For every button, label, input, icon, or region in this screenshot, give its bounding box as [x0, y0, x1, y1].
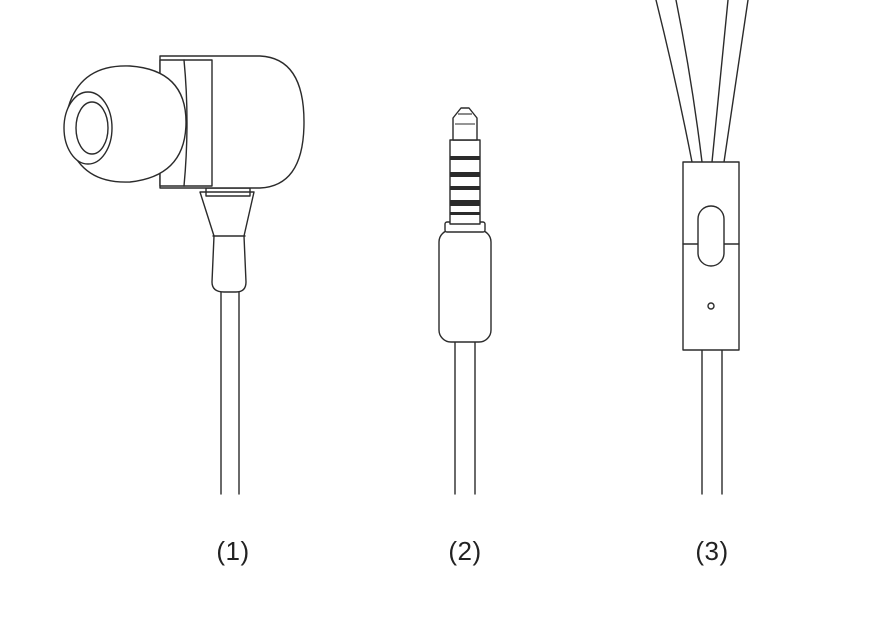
audio-jack-plug-icon	[438, 107, 492, 495]
figure-label-2: (2)	[448, 536, 482, 566]
remote-lower-cable	[701, 349, 723, 495]
microphone-hole-icon	[707, 302, 715, 310]
earbud-stem	[199, 191, 255, 293]
inline-remote-microphone-icon	[655, 0, 749, 495]
remote-upper-cables	[655, 0, 749, 163]
earbud-cable	[220, 287, 240, 495]
remote-button	[697, 205, 725, 267]
earbud-tip-opening	[63, 91, 113, 165]
figure-label-1: (1)	[216, 536, 250, 566]
jack-body	[438, 229, 492, 343]
earbud-icon	[63, 55, 305, 495]
figure-label-3: (3)	[695, 536, 729, 566]
jack-cable	[454, 337, 476, 495]
jack-connector	[449, 107, 481, 225]
